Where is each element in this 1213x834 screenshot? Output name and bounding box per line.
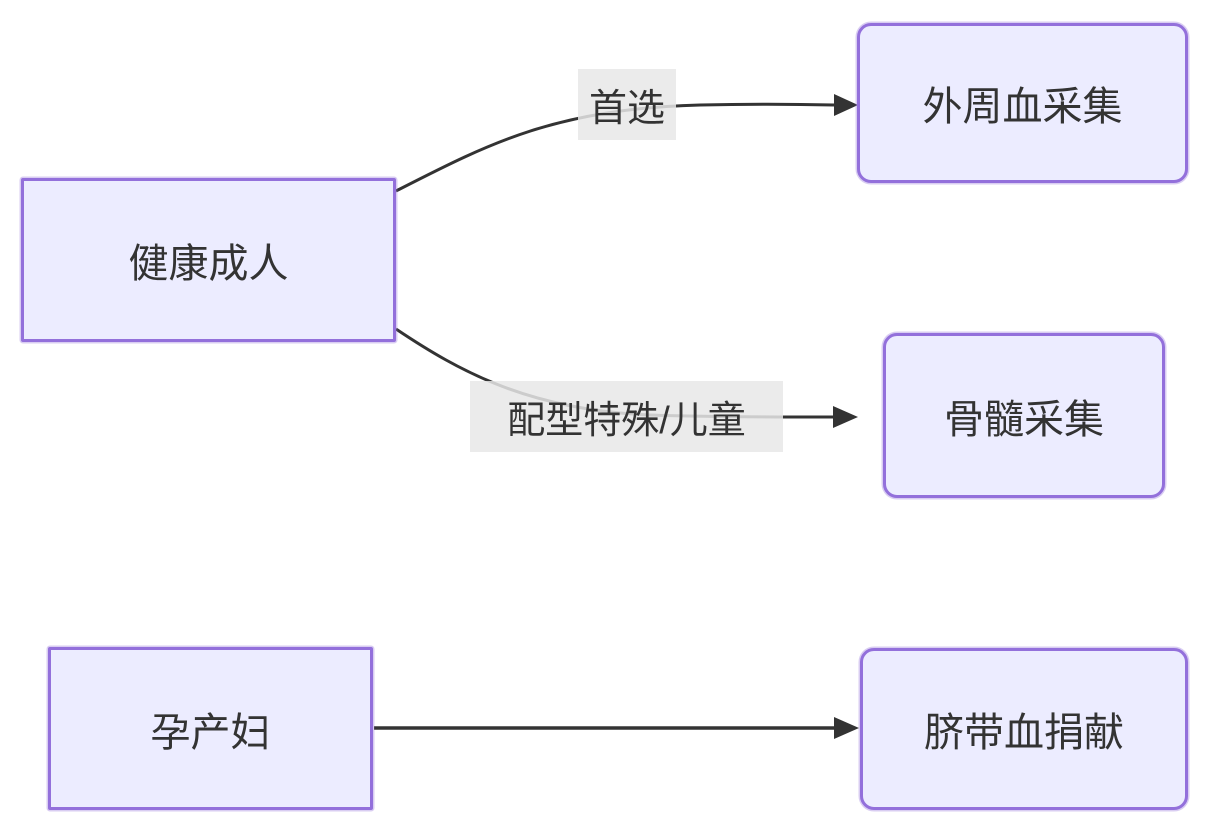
arrowhead-icon [834,717,859,739]
arrowhead-icon [833,406,858,428]
node-healthy-adult: 健康成人 [21,178,396,342]
edge-label-first-choice: 首选 [578,69,676,140]
node-bone-marrow-collection: 骨髓采集 [883,333,1165,498]
node-peripheral-blood-collection: 外周血采集 [857,23,1188,183]
node-pregnant-woman: 孕产妇 [48,647,373,810]
node-cord-blood-donation: 脐带血捐献 [860,648,1188,810]
arrowhead-icon [834,94,858,116]
edge-label-special-matching-children: 配型特殊/儿童 [470,381,783,452]
edge-pregnant-to-cord-blood [374,717,859,739]
